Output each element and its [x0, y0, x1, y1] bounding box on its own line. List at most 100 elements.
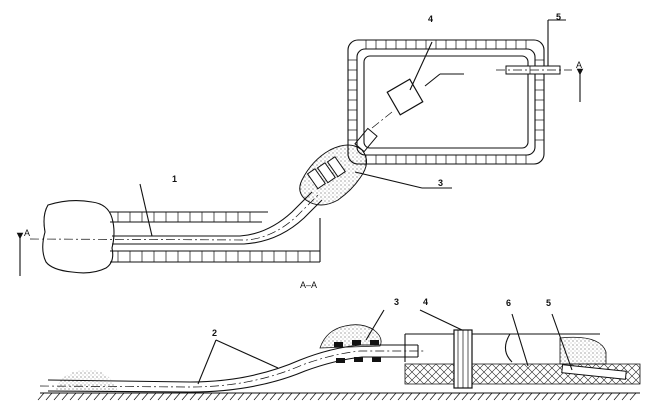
hatch-tick: [581, 392, 589, 401]
hatch-tick: [205, 392, 213, 401]
hatch-tick: [557, 392, 565, 401]
hatch-tick: [253, 392, 261, 401]
hatch-tick: [349, 392, 357, 401]
hatch-tick: [421, 392, 429, 401]
hatch-tick: [157, 392, 165, 401]
section-title: A–A: [300, 280, 317, 290]
splice-connector-3: [299, 127, 378, 206]
hatch-tick: [101, 392, 109, 401]
pipe-housing: [110, 211, 321, 263]
hatch-tick: [293, 392, 301, 401]
label-6: 6: [506, 298, 511, 308]
hatch-tick: [365, 392, 373, 401]
instrument-4: [371, 41, 464, 129]
hatch-tick: [413, 392, 421, 401]
hatch-tick: [213, 392, 221, 401]
hatch-tick: [485, 392, 493, 401]
section-label-left: A: [24, 228, 30, 238]
hatch-tick: [61, 392, 69, 401]
hatch-tick: [69, 392, 77, 401]
hatch-tick: [165, 392, 173, 401]
label-5-top: 5: [556, 12, 561, 22]
label-4-bottom: 4: [423, 297, 428, 307]
hatch-tick: [181, 392, 189, 401]
hatch-tick: [565, 392, 573, 401]
hatch-tick: [549, 392, 557, 401]
hatch-tick: [341, 392, 349, 401]
hatch-tick: [357, 392, 365, 401]
hatch-tick: [317, 392, 325, 401]
hatch-tick: [373, 392, 381, 401]
hatch-tick: [309, 392, 317, 401]
plan-view: [16, 19, 584, 276]
hatch-tick: [237, 392, 245, 401]
post-4: [453, 329, 473, 389]
hatch-tick: [149, 392, 157, 401]
hatch-tick: [125, 392, 133, 401]
hatch-tick: [533, 392, 541, 401]
hatch-tick: [45, 392, 53, 401]
hatch-tick: [517, 392, 525, 401]
hatch-tick: [429, 392, 437, 401]
hatch-tick: [605, 392, 613, 401]
hatch-tick: [261, 392, 269, 401]
element-5-top: [496, 19, 572, 75]
label-3-top: 3: [438, 178, 443, 188]
label-4-top: 4: [428, 14, 433, 24]
hatch-tick: [133, 392, 141, 401]
hatch-tick: [381, 392, 389, 401]
hatch-tick: [53, 392, 61, 401]
soil-mass-left: [42, 199, 115, 274]
hatch-tick: [613, 392, 621, 401]
section-label-right: A: [576, 60, 582, 70]
hatch-tick: [509, 392, 517, 401]
hatch-tick: [437, 392, 445, 401]
hatch-tick: [405, 392, 413, 401]
hatch-tick: [229, 392, 237, 401]
hatch-tick: [389, 392, 397, 401]
label-3-bottom: 3: [394, 297, 399, 307]
hatch-tick: [525, 392, 533, 401]
hatch-tick: [453, 392, 461, 401]
hatch-tick: [269, 392, 277, 401]
hatch-tick: [109, 392, 117, 401]
hatch-tick: [333, 392, 341, 401]
hatch-tick: [621, 392, 629, 401]
section-view: [37, 309, 641, 401]
hatch-tick: [277, 392, 285, 401]
hatch-tick: [573, 392, 581, 401]
label-5-bottom: 5: [546, 298, 551, 308]
hatch-tick: [597, 392, 605, 401]
hatch-tick: [85, 392, 93, 401]
hatch-tick: [285, 392, 293, 401]
hatch-tick: [77, 392, 85, 401]
chamber-box: [347, 39, 545, 165]
hatch-tick: [461, 392, 469, 401]
hatch-tick: [469, 392, 477, 401]
hatch-tick: [197, 392, 205, 401]
cable-1: [29, 191, 323, 245]
hatch-tick: [141, 392, 149, 401]
hatch-tick: [301, 392, 309, 401]
clamps-3: [334, 340, 381, 363]
hatch-tick: [629, 392, 637, 401]
hatch-tick: [173, 392, 181, 401]
hatch-tick: [221, 392, 229, 401]
label-2: 2: [212, 328, 217, 338]
hatch-tick: [445, 392, 453, 401]
hatch-tick: [541, 392, 549, 401]
hatch-tick: [325, 392, 333, 401]
hatch-tick: [501, 392, 509, 401]
hatch-tick: [37, 392, 45, 401]
element-5-bottom: [561, 364, 627, 380]
hatch-tick: [477, 392, 485, 401]
hatch-tick: [589, 392, 597, 401]
hatch-tick: [245, 392, 253, 401]
label-1: 1: [172, 174, 177, 184]
hatch-tick: [189, 392, 197, 401]
hatch-tick: [93, 392, 101, 401]
hatch-tick: [117, 392, 125, 401]
hatch-tick: [397, 392, 405, 401]
hatch-tick: [493, 392, 501, 401]
